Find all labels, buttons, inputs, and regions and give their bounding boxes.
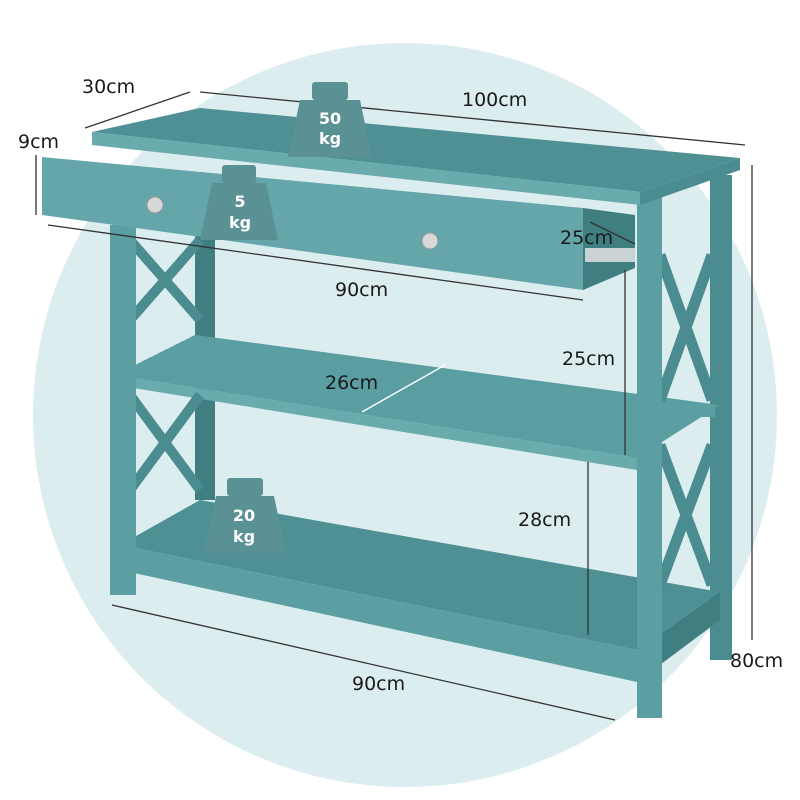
weight-icon-50kg: 50 kg [288,82,372,157]
depth-label: 30cm [82,76,135,98]
front-right-leg [637,195,662,718]
shelf-depth-label: 26cm [325,372,378,394]
back-right-leg [710,175,732,660]
drawer-slide [585,248,635,262]
drawer-knob-left[interactable] [146,196,164,214]
bottom-width-label: 90cm [352,673,405,695]
height-label: 80cm [730,650,783,672]
weight-value: 50 [319,109,341,128]
right-side-rail [660,405,715,417]
table-top-front-edge [92,132,640,205]
middle-shelf-edge [115,375,637,470]
table-top-side-edge [640,158,740,205]
weight-value: 5 [234,192,245,211]
left-x-braces [125,236,205,493]
top-thickness-label: 9cm [18,131,59,153]
table-top [92,108,740,192]
bottom-apron [120,545,637,682]
upper-gap-label: 25cm [562,348,615,370]
middle-shelf [115,335,720,458]
weight-unit: kg [229,213,251,232]
weight-unit: kg [233,527,255,546]
dimension-lines [35,91,753,721]
weight-value: 20 [233,506,255,525]
lower-gap-label: 28cm [518,509,571,531]
weight-unit: kg [319,129,341,148]
drawer-depth-label: 25cm [560,227,613,249]
drawer-knob-right[interactable] [421,232,439,250]
weight-icon-20kg: 20 kg [204,478,286,553]
weight-icon-5kg: 5 kg [200,165,278,240]
drawer-width-label: 90cm [335,279,388,301]
shelf-depth-line [361,364,446,413]
front-left-leg [110,225,136,595]
right-x-braces [654,253,718,587]
drawer-front [42,157,583,290]
width-label: 100cm [462,89,527,111]
